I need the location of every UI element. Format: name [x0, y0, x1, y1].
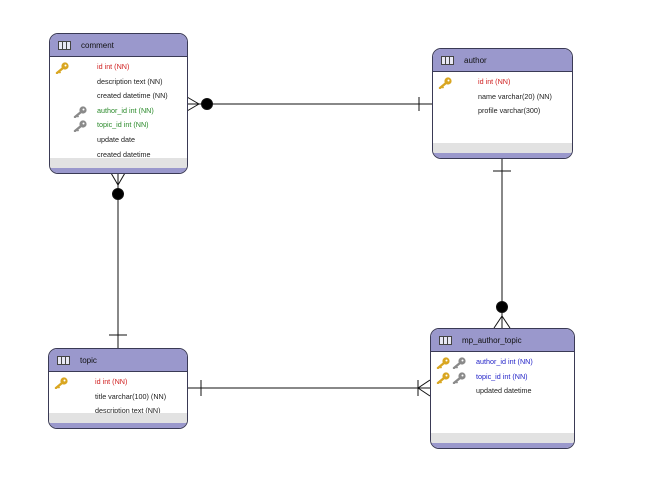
table-footer: [50, 158, 187, 173]
table-icon: [57, 355, 70, 365]
column-text: topic_id int (NN): [476, 371, 528, 381]
column-row[interactable]: name varchar(20) (NN): [433, 90, 572, 105]
column-row[interactable]: author_id int (NN): [50, 104, 187, 119]
rel-mp-author[interactable]: [493, 158, 511, 329]
column-text: title varchar(100) (NN): [95, 391, 167, 401]
column-row[interactable]: created datetime: [50, 148, 187, 163]
column-text: created datetime (NN): [97, 91, 168, 101]
column-text: id int (NN): [97, 62, 130, 71]
table-header[interactable]: author: [433, 49, 572, 72]
rel-comment-author[interactable]: [186, 96, 432, 112]
column-text: topic_id int (NN): [97, 120, 149, 130]
gold-key-icon: [55, 62, 69, 74]
table-topic[interactable]: topic id int (NN) title varchar(100) (NN)…: [48, 348, 188, 429]
column-text: author_id int (NN): [476, 357, 533, 366]
column-row[interactable]: title varchar(100) (NN): [49, 390, 187, 405]
column-text: updated datetime: [476, 386, 532, 396]
column-text: author_id int (NN): [97, 105, 154, 115]
column-row[interactable]: id int (NN): [50, 60, 187, 75]
table-icon: [58, 40, 71, 50]
table-mp_author_topic[interactable]: mp_author_topic author_id int (NN) topic…: [430, 328, 575, 449]
gold-key-icon: [436, 371, 450, 384]
column-row[interactable]: update date: [50, 133, 187, 148]
column-row[interactable]: created datetime (NN): [50, 89, 187, 104]
column-row[interactable]: description text (NN): [49, 404, 187, 419]
column-row[interactable]: topic_id int (NN): [50, 118, 187, 133]
column-row[interactable]: topic_id int (NN): [431, 370, 574, 385]
gold-key-icon: [436, 357, 450, 369]
table-footer: [431, 433, 574, 448]
column-row[interactable]: updated datetime: [431, 384, 574, 399]
column-row[interactable]: profile varchar(300): [433, 104, 572, 119]
column-text: description text (NN): [95, 406, 161, 416]
gray-key-icon: [73, 106, 87, 118]
gold-key-icon: [438, 77, 452, 89]
table-header[interactable]: mp_author_topic: [431, 329, 574, 352]
table-icon: [441, 55, 454, 65]
column-text: name varchar(20) (NN): [478, 91, 552, 101]
column-text: id int (NN): [478, 77, 511, 86]
column-text: update date: [97, 134, 135, 144]
gray-key-icon: [73, 120, 87, 133]
column-text: description text (NN): [97, 76, 163, 86]
table-footer: [433, 143, 572, 158]
table-header[interactable]: comment: [50, 34, 187, 57]
table-name: author: [464, 55, 487, 65]
table-author[interactable]: author id int (NN) name varchar(20) (NN) p…: [432, 48, 573, 159]
table-name: topic: [80, 355, 97, 365]
table-icon: [439, 335, 452, 345]
table-name: mp_author_topic: [462, 335, 522, 345]
column-text: created datetime: [97, 149, 151, 159]
column-row[interactable]: author_id int (NN): [431, 355, 574, 370]
table-comment[interactable]: comment id int (NN) description text (NN)…: [49, 33, 188, 174]
rel-comment-topic[interactable]: [109, 172, 127, 348]
gray-key-icon: [452, 371, 466, 384]
column-text: profile varchar(300): [478, 106, 541, 116]
table-footer: [49, 413, 187, 428]
gold-key-icon: [54, 377, 68, 389]
column-row[interactable]: id int (NN): [49, 375, 187, 390]
gray-key-icon: [452, 357, 466, 369]
column-text: id int (NN): [95, 377, 128, 386]
rel-mp-topic[interactable]: [187, 379, 431, 397]
column-row[interactable]: id int (NN): [433, 75, 572, 90]
column-row[interactable]: description text (NN): [50, 75, 187, 90]
table-name: comment: [81, 40, 114, 50]
table-header[interactable]: topic: [49, 349, 187, 372]
